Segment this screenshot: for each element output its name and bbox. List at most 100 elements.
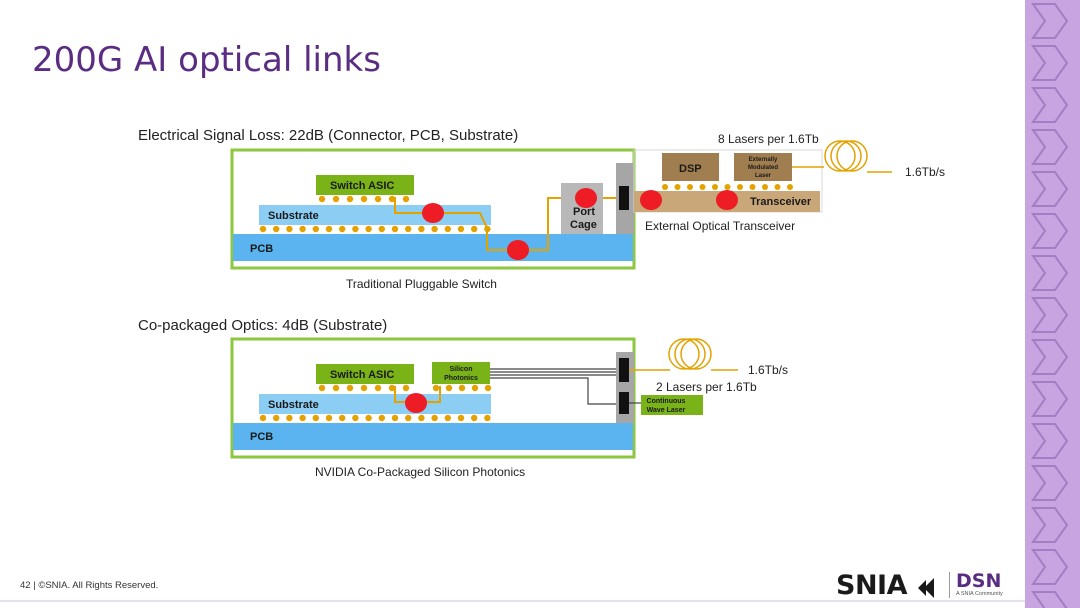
top-asic: [316, 175, 414, 195]
solder-ball: [378, 414, 385, 422]
solder-ball: [352, 225, 359, 233]
solder-ball: [325, 414, 333, 422]
solder-ball: [699, 184, 706, 190]
solder-ball: [346, 384, 354, 392]
top-lasers-label: 8 Lasers per 1.6Tb: [718, 132, 819, 146]
solder-ball: [339, 225, 346, 233]
footer-copyright: 42 | ©SNIA. All Rights Reserved.: [20, 580, 159, 591]
loss-point-pcb: [507, 240, 529, 260]
solder-ball: [445, 384, 453, 392]
bottom-rate-label: 1.6Tb/s: [748, 363, 788, 377]
solder-ball: [402, 195, 410, 203]
solder-ball: [402, 384, 410, 392]
solder-ball: [405, 414, 412, 422]
solder-ball: [318, 195, 326, 203]
solder-ball: [299, 414, 306, 422]
logo-dsn-text: DSN: [956, 570, 1002, 592]
dsp-chip: [662, 153, 719, 181]
solder-ball: [374, 384, 382, 392]
bottom-heading: Co-packaged Optics: 4dB (Substrate): [138, 317, 387, 334]
top-caption: Traditional Pluggable Switch: [346, 277, 497, 291]
eml-chip: [734, 153, 792, 181]
slide-title: 200G AI optical links: [32, 40, 381, 80]
chevron-pattern-graphic: [1025, 0, 1080, 608]
solder-ball: [318, 384, 326, 392]
solder-ball: [471, 225, 478, 233]
bottom-connector-lower: [619, 392, 629, 414]
solder-ball: [286, 225, 293, 233]
solder-ball: [432, 384, 440, 392]
solder-ball: [712, 184, 718, 190]
bottom-asic-solder-balls: [318, 384, 492, 392]
bottom-substrate-label: Substrate: [268, 399, 319, 411]
transceiver-solder-balls: [662, 184, 793, 190]
cw-laser-label-2: Wave Laser: [647, 407, 686, 414]
bottom-optical-fibers: [490, 368, 620, 405]
solder-ball: [737, 184, 743, 190]
transceiver-caption: External Optical Transceiver: [645, 219, 795, 233]
solder-ball: [674, 184, 681, 190]
solder-ball: [787, 184, 793, 190]
port-cage-label-1: Port: [573, 206, 595, 218]
solder-ball: [774, 184, 781, 190]
footer-divider: [0, 600, 1025, 602]
solder-ball: [352, 414, 359, 422]
eml-label-2: Modulated: [748, 165, 778, 171]
bottom-caption: NVIDIA Co-Packaged Silicon Photonics: [315, 465, 525, 479]
solder-ball: [662, 184, 668, 190]
bottom-asic-label: Switch ASIC: [330, 369, 394, 381]
bottom-lasers-label: 2 Lasers per 1.6Tb: [656, 380, 757, 394]
solder-ball: [339, 414, 346, 422]
solder-ball: [444, 225, 451, 233]
solder-ball: [378, 225, 385, 233]
solder-ball: [391, 225, 399, 233]
top-rate-label: 1.6Tb/s: [905, 165, 945, 179]
solder-ball: [418, 225, 425, 233]
solder-ball: [418, 414, 425, 422]
top-pcb-label: PCB: [250, 243, 273, 255]
solder-ball: [374, 195, 382, 203]
solder-ball: [484, 384, 492, 392]
diagram-canvas: Electrical Signal Loss: 22dB (Connector,…: [138, 127, 945, 479]
cw-laser-label-1: Continuous: [647, 398, 686, 405]
top-asic-solder-balls: [318, 195, 410, 203]
cw-laser: [641, 395, 703, 415]
solder-ball: [388, 384, 396, 392]
silicon-photonics-chip: [432, 362, 490, 384]
solder-ball: [299, 225, 306, 233]
solder-ball: [687, 184, 693, 190]
transceiver-label: Transceiver: [750, 196, 812, 208]
logo-divider: [949, 572, 950, 598]
solder-ball: [273, 225, 280, 233]
decorative-side-band: [1025, 0, 1080, 608]
solder-ball: [431, 414, 438, 422]
solder-ball: [391, 414, 399, 422]
logo-snia-mark-icon: [918, 578, 934, 598]
solder-ball: [484, 414, 491, 422]
solder-ball: [312, 225, 319, 233]
eml-label-3: Laser: [755, 173, 772, 179]
solder-ball: [365, 225, 372, 233]
logo-snia-text: SNIA: [836, 570, 907, 601]
bottom-connector-upper: [619, 358, 629, 382]
top-pcb: [233, 234, 633, 261]
bottom-asic: [316, 364, 414, 384]
bottom-pcb: [233, 423, 633, 450]
dsp-label: DSP: [679, 163, 702, 175]
solder-ball: [259, 225, 267, 233]
solder-ball: [332, 195, 340, 203]
solder-ball: [346, 195, 354, 203]
top-signal-loss-points: [422, 188, 738, 260]
solder-ball: [325, 225, 333, 233]
solder-ball: [471, 384, 479, 392]
silicon-photonics-label-2: Photonics: [444, 375, 478, 382]
loss-point-transceiver: [716, 190, 738, 210]
bottom-pcb-label: PCB: [250, 431, 273, 443]
solder-ball: [273, 414, 280, 422]
solder-ball: [388, 195, 396, 203]
solder-ball: [457, 225, 465, 233]
solder-ball: [458, 384, 466, 392]
port-cage-label-2: Cage: [570, 219, 597, 231]
solder-ball: [312, 414, 319, 422]
